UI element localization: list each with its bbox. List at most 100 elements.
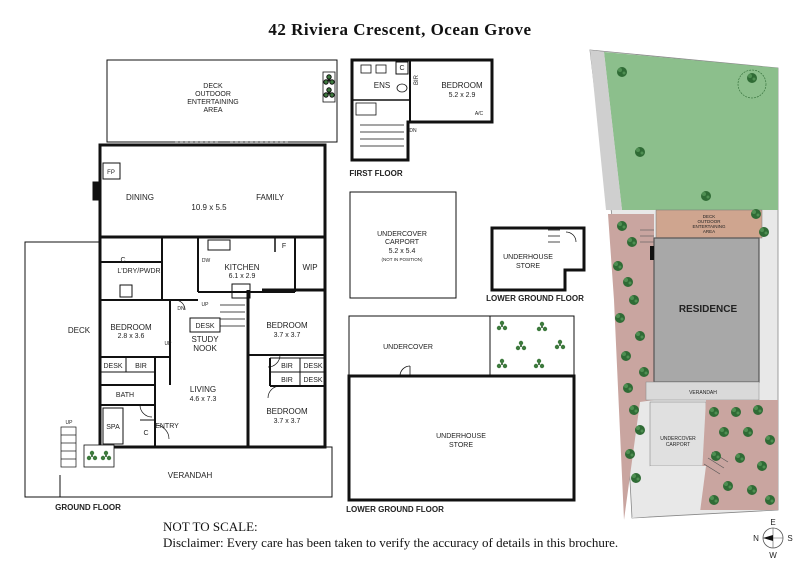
compass-n: N	[753, 534, 759, 543]
bath-label: BATH	[116, 392, 134, 399]
deck-top-line1: DECK	[203, 83, 223, 90]
large-store-line1: UNDERHOUSE	[436, 433, 486, 440]
compass: E N S W	[753, 518, 793, 560]
bedroom3-label: BEDROOM	[266, 321, 308, 330]
not-to-scale: NOT TO SCALE:	[163, 519, 258, 534]
fp-label: FP	[107, 170, 115, 176]
wip-label: WIP	[302, 263, 317, 272]
dining-label: DINING	[126, 193, 154, 202]
ff-ac-label: A/C	[475, 111, 484, 117]
north-arrow-icon	[763, 535, 773, 541]
laundry-c-label: C	[120, 257, 125, 264]
carport-dims: 5.2 x 5.4	[389, 248, 416, 255]
ground-floor-plan	[24, 59, 338, 498]
site-residence-label: RESIDENCE	[679, 304, 738, 315]
ff-ens-label: ENS	[374, 81, 390, 90]
dn-label: DN	[177, 306, 185, 312]
verandah-label: VERANDAH	[168, 471, 213, 480]
deck-top-line3: ENTERTAINING	[187, 99, 238, 106]
study-label-2: NOOK	[193, 344, 217, 353]
carport-note: (NOT IN POSITION)	[382, 257, 423, 262]
bedroom2-dims: 2.8 x 3.6	[118, 333, 145, 340]
site-carport	[649, 401, 707, 467]
ground-floor-label: GROUND FLOOR	[55, 503, 121, 512]
up-label: UP	[202, 302, 210, 308]
kitchen-dims: 6.1 x 2.9	[229, 273, 256, 280]
carport-outline	[349, 191, 457, 299]
ff-dn-label: DN	[409, 128, 417, 134]
entry-steps	[60, 426, 77, 468]
large-store-line2: STORE	[449, 442, 473, 449]
cooktop	[231, 283, 251, 299]
site-carport-line2: CARPORT	[666, 442, 690, 448]
site-verandah	[645, 381, 760, 401]
deck-top-outline	[106, 59, 338, 143]
page-title: 42 Riviera Crescent, Ocean Grove	[268, 20, 532, 39]
lawn	[604, 52, 778, 210]
deck-side-label: DECK	[68, 326, 91, 335]
carport-line1: UNDERCOVER	[377, 231, 427, 238]
study-desk-label: DESK	[195, 323, 214, 330]
ff-bir-label: BIR	[414, 74, 420, 85]
up-label-2: UP	[165, 341, 173, 347]
site-carport-line1: UNDERCOVER	[660, 436, 696, 442]
entry-label: ENTRY	[155, 423, 179, 430]
disclaimer: NOT TO SCALE: Disclaimer: Every care has…	[163, 519, 618, 551]
disclaimer-text: Disclaimer: Every care has been taken to…	[163, 535, 619, 550]
deck-top-line2: OUTDOOR	[195, 91, 231, 98]
carport-line2: CARPORT	[385, 239, 420, 246]
lower-small-label: LOWER GROUND FLOOR	[486, 294, 584, 303]
house-outline	[98, 143, 327, 449]
lower-ground-large	[347, 315, 576, 502]
desk-label-1: DESK	[303, 363, 322, 370]
deck-plant-box	[322, 71, 336, 103]
planter-box	[83, 444, 115, 468]
bedroom4-label: BEDROOM	[266, 407, 308, 416]
bedroom4-dims: 3.7 x 3.7	[274, 418, 301, 425]
kitchen-label: KITCHEN	[224, 263, 259, 272]
site-deck-line2: OUTDOOR	[698, 219, 722, 224]
undercover-label: UNDERCOVER	[383, 344, 433, 351]
compass-s: S	[787, 534, 792, 543]
compass-w: W	[769, 551, 777, 560]
main-dims: 10.9 x 5.5	[191, 203, 227, 212]
site-deck-line4: AREA	[703, 229, 715, 234]
lower-large-label: LOWER GROUND FLOOR	[346, 505, 444, 514]
site-residence	[653, 237, 760, 383]
living-dims: 4.6 x 7.3	[190, 396, 217, 403]
first-floor-plan	[350, 58, 494, 162]
small-store-line2: STORE	[516, 263, 540, 270]
site-deck-line1: DECK	[703, 214, 716, 219]
site-verandah-label: VERANDAH	[689, 390, 717, 396]
study-desk	[189, 317, 221, 333]
site-garden-left	[608, 214, 654, 520]
bedroom3-dims: 3.7 x 3.7	[274, 332, 301, 339]
small-store-line1: UNDERHOUSE	[503, 254, 553, 261]
deck-top-line4: AREA	[203, 107, 222, 114]
fireplace	[102, 162, 121, 180]
lower-ground-small	[490, 226, 586, 292]
chimney	[92, 181, 101, 201]
living-label: LIVING	[190, 385, 216, 394]
desk-label-left: DESK	[103, 363, 122, 370]
laundry-label: L'DRY/PWDR	[117, 268, 160, 275]
site-plan	[589, 49, 779, 520]
compass-e: E	[770, 518, 775, 527]
kitchen-sink	[207, 239, 231, 251]
bir-label-1: BIR	[281, 363, 293, 370]
laundry-tub	[119, 284, 133, 298]
ff-bedroom-dims: 5.2 x 2.9	[449, 92, 476, 99]
dw-label: DW	[202, 258, 211, 264]
bir-label-2: BIR	[281, 377, 293, 384]
steps-up-label: UP	[66, 420, 74, 426]
desk-label-2: DESK	[303, 377, 322, 384]
bath-c-label: C	[143, 430, 148, 437]
site-deck-line3: ENTERTAINING	[692, 224, 726, 229]
first-floor-label: FIRST FLOOR	[349, 169, 403, 178]
spa-label: SPA	[106, 424, 120, 431]
fridge-label: F	[282, 243, 286, 250]
family-label: FAMILY	[256, 193, 285, 202]
ff-c-label: C	[399, 65, 404, 72]
bedroom2-label: BEDROOM	[110, 323, 152, 332]
